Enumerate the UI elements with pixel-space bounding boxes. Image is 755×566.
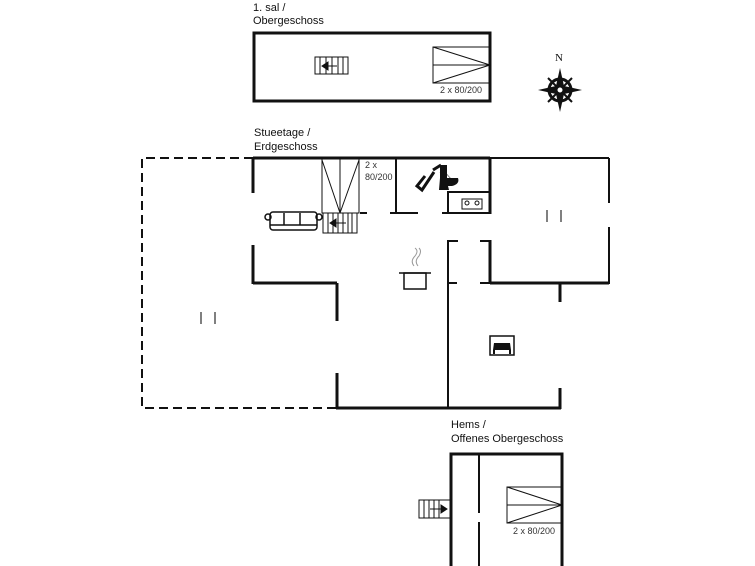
ground-floor-plan [141, 156, 610, 410]
bed-icon [489, 335, 515, 356]
loft-subtitle: Offenes Obergeschoss [451, 433, 564, 445]
ground-floor-subtitle: Erdgeschoss [254, 141, 318, 153]
bed-icon [432, 46, 491, 84]
stairs-icon [418, 499, 451, 519]
toilet-icon [439, 165, 459, 190]
ground-floor-title: Stueetage / [254, 127, 311, 139]
kitchen-pot-icon [399, 247, 431, 290]
ground-bed-label-1: 2 x [365, 160, 378, 170]
upper-floor-subtitle: Obergeschoss [253, 15, 324, 27]
stairs-icon [322, 212, 358, 234]
compass-north-label: N [555, 52, 563, 64]
loft-bed-label: 2 x 80/200 [513, 526, 556, 536]
loft-title: Hems / [451, 419, 486, 431]
walls [251, 156, 609, 410]
sofa-icon [264, 211, 323, 231]
ground-bed-label-2: 80/200 [365, 172, 393, 182]
upper-floor-plan [252, 31, 492, 103]
bed-icon [321, 157, 360, 214]
upper-bed-label: 2 x 80/200 [440, 85, 483, 95]
window-mark [200, 210, 562, 324]
loft-plan [418, 452, 564, 566]
upper-floor-title: 1. sal / [253, 2, 286, 14]
compass-rose-icon [538, 68, 582, 112]
sink-icon [461, 198, 483, 210]
bed-icon [506, 486, 563, 524]
thin-walls [360, 157, 610, 408]
stairs-icon [314, 56, 349, 75]
